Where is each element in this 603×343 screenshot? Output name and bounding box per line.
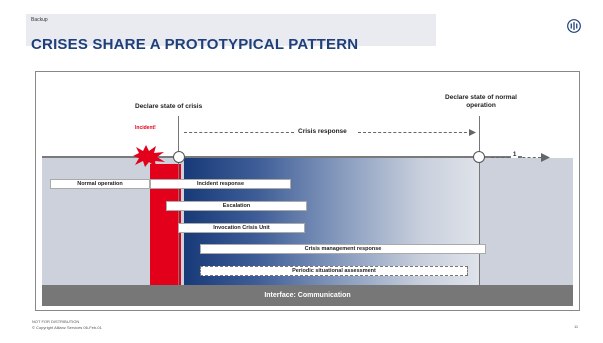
page-number: 11 [574, 324, 579, 329]
phase-normal-operation: Normal operation [50, 179, 150, 189]
crisis-pattern-diagram: Declare state of crisis Declare state of… [35, 71, 580, 311]
declare-normal-label: Declare state of normal operation [445, 94, 517, 109]
crisis-response-arrow-left [184, 132, 294, 133]
crisis-end-line [479, 116, 480, 306]
crisis-response-label: Crisis response [298, 128, 347, 135]
crisis-start-marker [173, 151, 185, 163]
incident-label: Incident! [135, 125, 156, 131]
declare-crisis-label: Declare state of crisis [135, 103, 203, 110]
timeline-arrow-icon [541, 153, 550, 162]
footer-classification: NOT FOR DISTRIBUTION [32, 319, 80, 324]
communication-bar: Interface: Communication [42, 285, 573, 306]
incident-burst-icon [133, 145, 165, 167]
slide-title: CRISES SHARE A PROTOTYPICAL PATTERN [31, 36, 359, 53]
footer-copyright: © Copyright Allianz Services 06-Feb-01 [32, 325, 102, 330]
timeline-tail-label: 1 [511, 152, 519, 158]
phase-crisis-management-response: Crisis management response [200, 244, 486, 254]
crisis-response-arrow-right [358, 132, 472, 133]
crisis-end-marker [473, 151, 485, 163]
arrow-right-icon [469, 129, 476, 136]
header-band [26, 14, 436, 46]
phase-incident-response: Incident response [150, 179, 291, 189]
timeline [42, 156, 522, 158]
phase-escalation: Escalation [166, 201, 307, 211]
phase-invocation-crisis-unit: Invocation Crisis Unit [178, 223, 305, 233]
phase-periodic-situational-assessment: Periodic situational assessment [200, 266, 468, 276]
allianz-logo-icon [567, 19, 581, 33]
section-label: Backup [31, 17, 48, 23]
